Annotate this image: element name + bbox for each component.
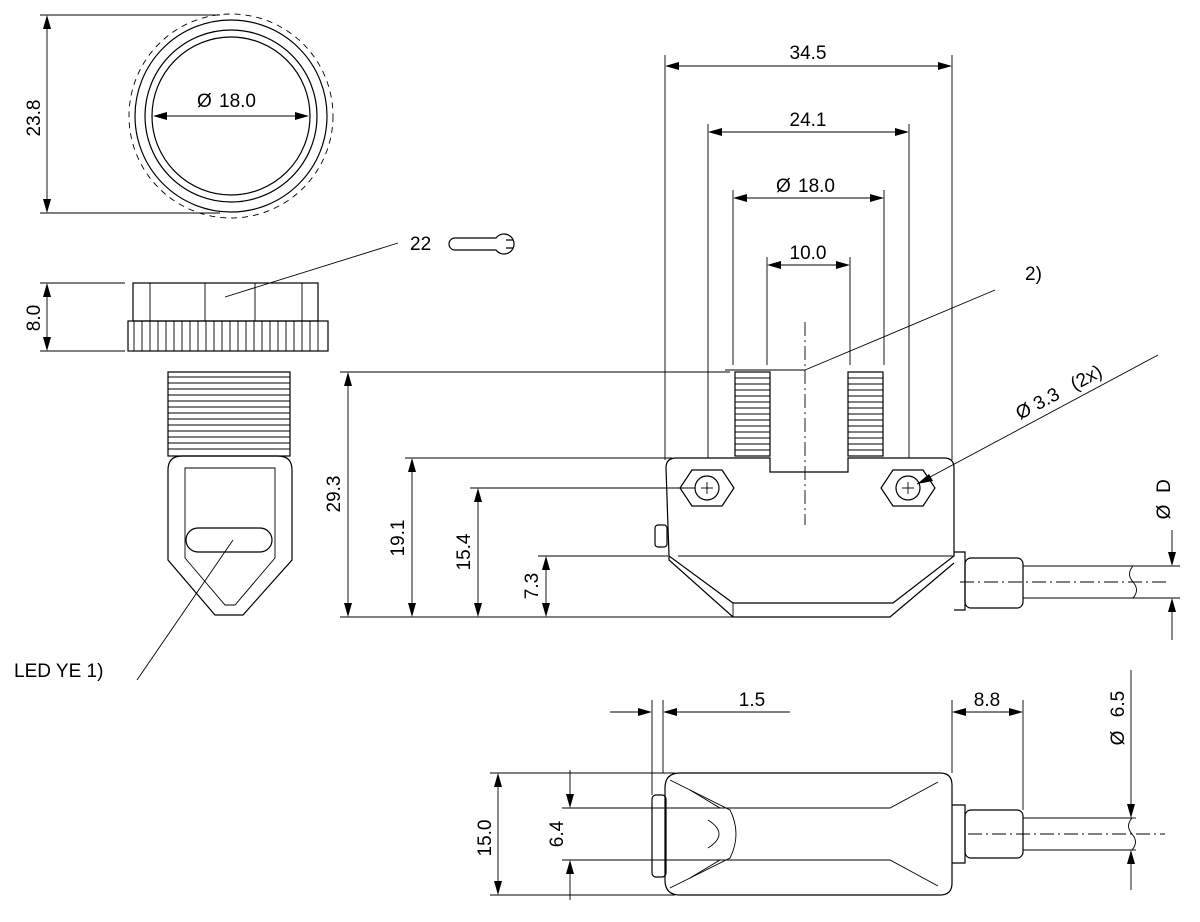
wrench-callout: 22 (224, 233, 515, 298)
dim-19-1-label: 19.1 (388, 520, 409, 557)
sensor-bottom-view (651, 772, 1165, 896)
dim-29-3-label: 29.3 (324, 476, 345, 513)
led-label: LED YE 1) (14, 661, 103, 682)
dim-29-3: 29.3 (324, 371, 730, 617)
led-callout: LED YE 1) (14, 539, 234, 682)
note-2-label: 2) (1025, 264, 1042, 285)
dim-8-8-label: 8.8 (974, 690, 1000, 711)
dim-cable-d: Ø D (1130, 479, 1180, 640)
dim-1-5-label: 1.5 (739, 690, 765, 711)
diameter-symbol: Ø (1154, 504, 1175, 519)
nut-top-view (128, 13, 334, 219)
dim-6-4-label: 6.4 (547, 820, 568, 847)
sensor-side-view (167, 371, 293, 616)
dim-nut-height: 23.8 (24, 14, 220, 214)
cable-d-label: D (1154, 479, 1175, 493)
dim-24-1-label: 24.1 (790, 110, 827, 131)
dim-19-1: 19.1 (388, 457, 672, 617)
diameter-symbol: Ø (1108, 730, 1129, 745)
diameter-symbol: Ø (197, 91, 212, 112)
dim-7-3: 7.3 (522, 555, 668, 617)
hole-dia-label: 3.3 (1030, 384, 1063, 415)
dim-15-4-label: 15.4 (454, 533, 475, 570)
dim-18-top-label: 18.0 (219, 91, 256, 112)
dim-15-0-label: 15.0 (475, 820, 496, 857)
note-2-callout: 2) (725, 264, 1042, 371)
nut-side-view (127, 282, 329, 352)
dim-7-3-label: 7.3 (522, 573, 543, 599)
dim-nut-thickness: 8.0 (24, 282, 125, 352)
diameter-symbol: Ø (776, 176, 791, 197)
mounting-nut-right (880, 469, 936, 507)
dim-15-0: 15.0 (475, 772, 675, 896)
dim-23-8-label: 23.8 (24, 100, 45, 137)
cable-6-5-label: 6.5 (1108, 691, 1129, 717)
wrench-size-label: 22 (410, 234, 431, 255)
dim-10-0-label: 10.0 (790, 243, 827, 264)
dim-18-side-label: 18.0 (798, 176, 835, 197)
sensor-front-view (654, 322, 1168, 618)
wrench-icon (448, 233, 515, 255)
dim-18-0: Ø 18.0 (732, 176, 885, 365)
dim-34-5: 34.5 (664, 43, 953, 460)
dim-34-5-label: 34.5 (790, 43, 827, 64)
dim-nut-inner-diameter: Ø 18.0 (153, 91, 309, 120)
dim-8-8: 8.8 (951, 690, 1024, 810)
hole-count-label: (2x) (1067, 361, 1106, 395)
led-window (185, 527, 273, 553)
dim-15-4: 15.4 (454, 487, 695, 617)
dim-8-0-label: 8.0 (24, 305, 45, 331)
dim-24-1: 24.1 (707, 110, 910, 458)
hole-callout: Ø 3.3 (2x) (916, 354, 1159, 485)
dim-6-4: 6.4 (547, 770, 720, 900)
dim-cable-6-5: Ø 6.5 (1108, 670, 1136, 890)
dim-10-0: 10.0 (766, 243, 851, 365)
diameter-symbol: Ø (1012, 399, 1035, 425)
dim-1-5: 1.5 (610, 690, 790, 795)
